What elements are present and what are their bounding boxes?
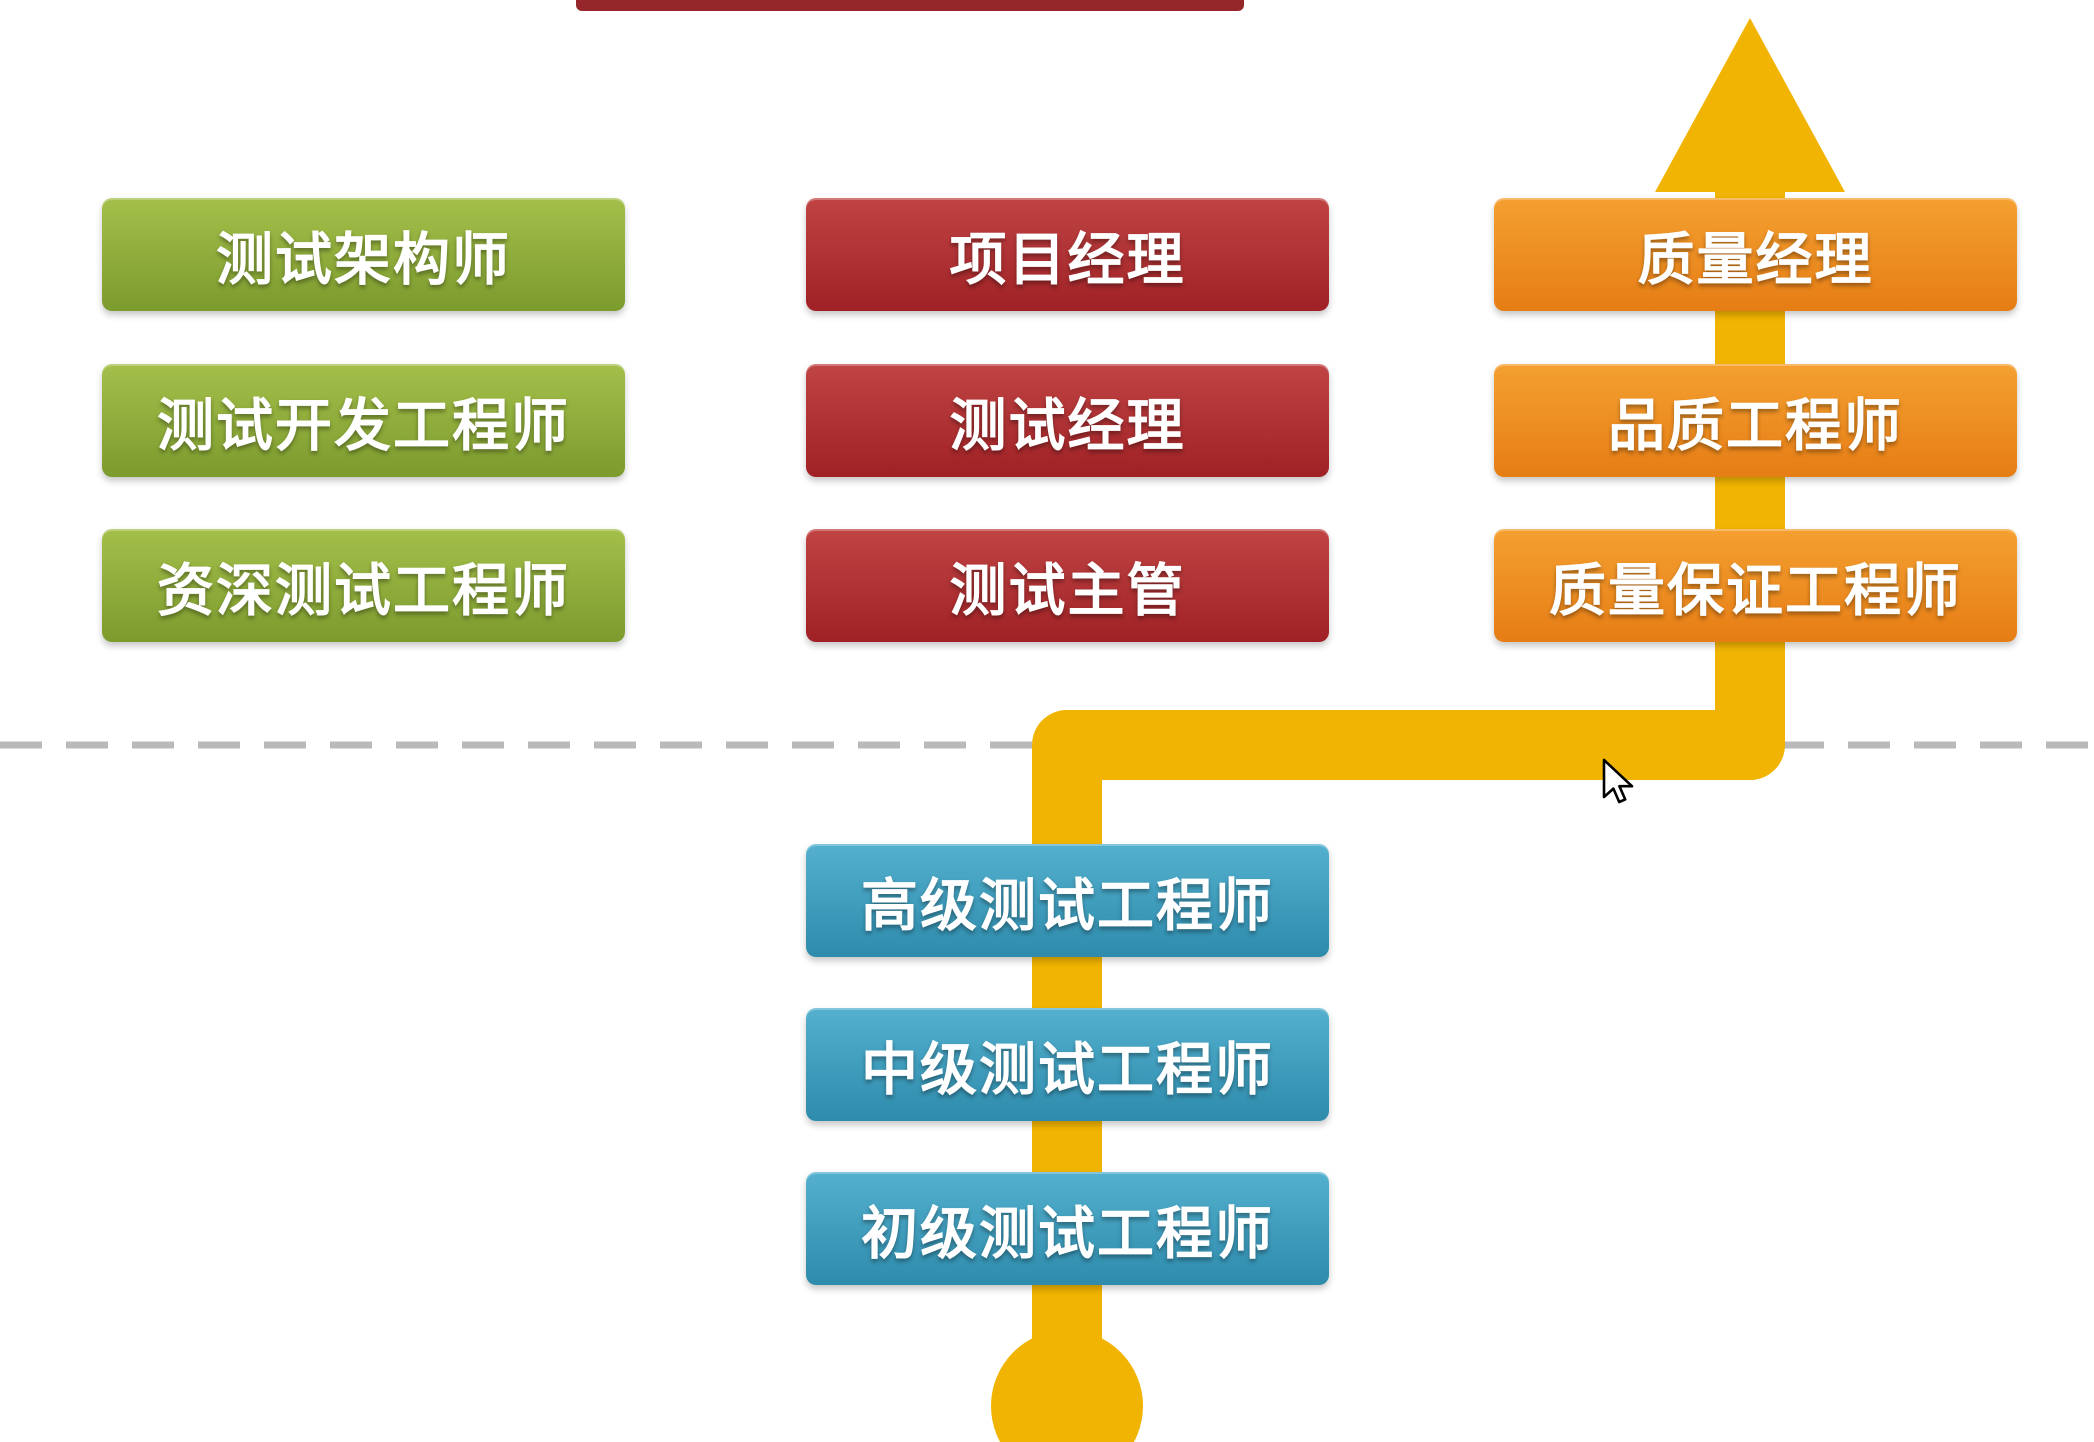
role-box-test-dev-engineer: 测试开发工程师 [102, 364, 625, 477]
role-box-test-supervisor: 测试主管 [806, 529, 1329, 642]
role-box-quality-engineer: 品质工程师 [1494, 364, 2017, 477]
role-box-senior-test-engineer: 资深测试工程师 [102, 529, 625, 642]
role-box-intermediate-test-engineer: 中级测试工程师 [806, 1008, 1329, 1121]
role-box-quality-manager: 质量经理 [1494, 198, 2017, 311]
role-box-test-architect: 测试架构师 [102, 198, 625, 311]
role-box-qa-engineer: 质量保证工程师 [1494, 529, 2017, 642]
role-box-advanced-test-engineer: 高级测试工程师 [806, 844, 1329, 957]
role-box-project-manager: 项目经理 [806, 198, 1329, 311]
path-start-node [991, 1330, 1143, 1442]
role-box-junior-test-engineer: 初级测试工程师 [806, 1172, 1329, 1285]
arrow-head-icon [1655, 18, 1845, 192]
mouse-cursor-icon [1602, 758, 1634, 804]
role-box-test-manager: 测试经理 [806, 364, 1329, 477]
clipped-title-bar [576, 0, 1244, 11]
